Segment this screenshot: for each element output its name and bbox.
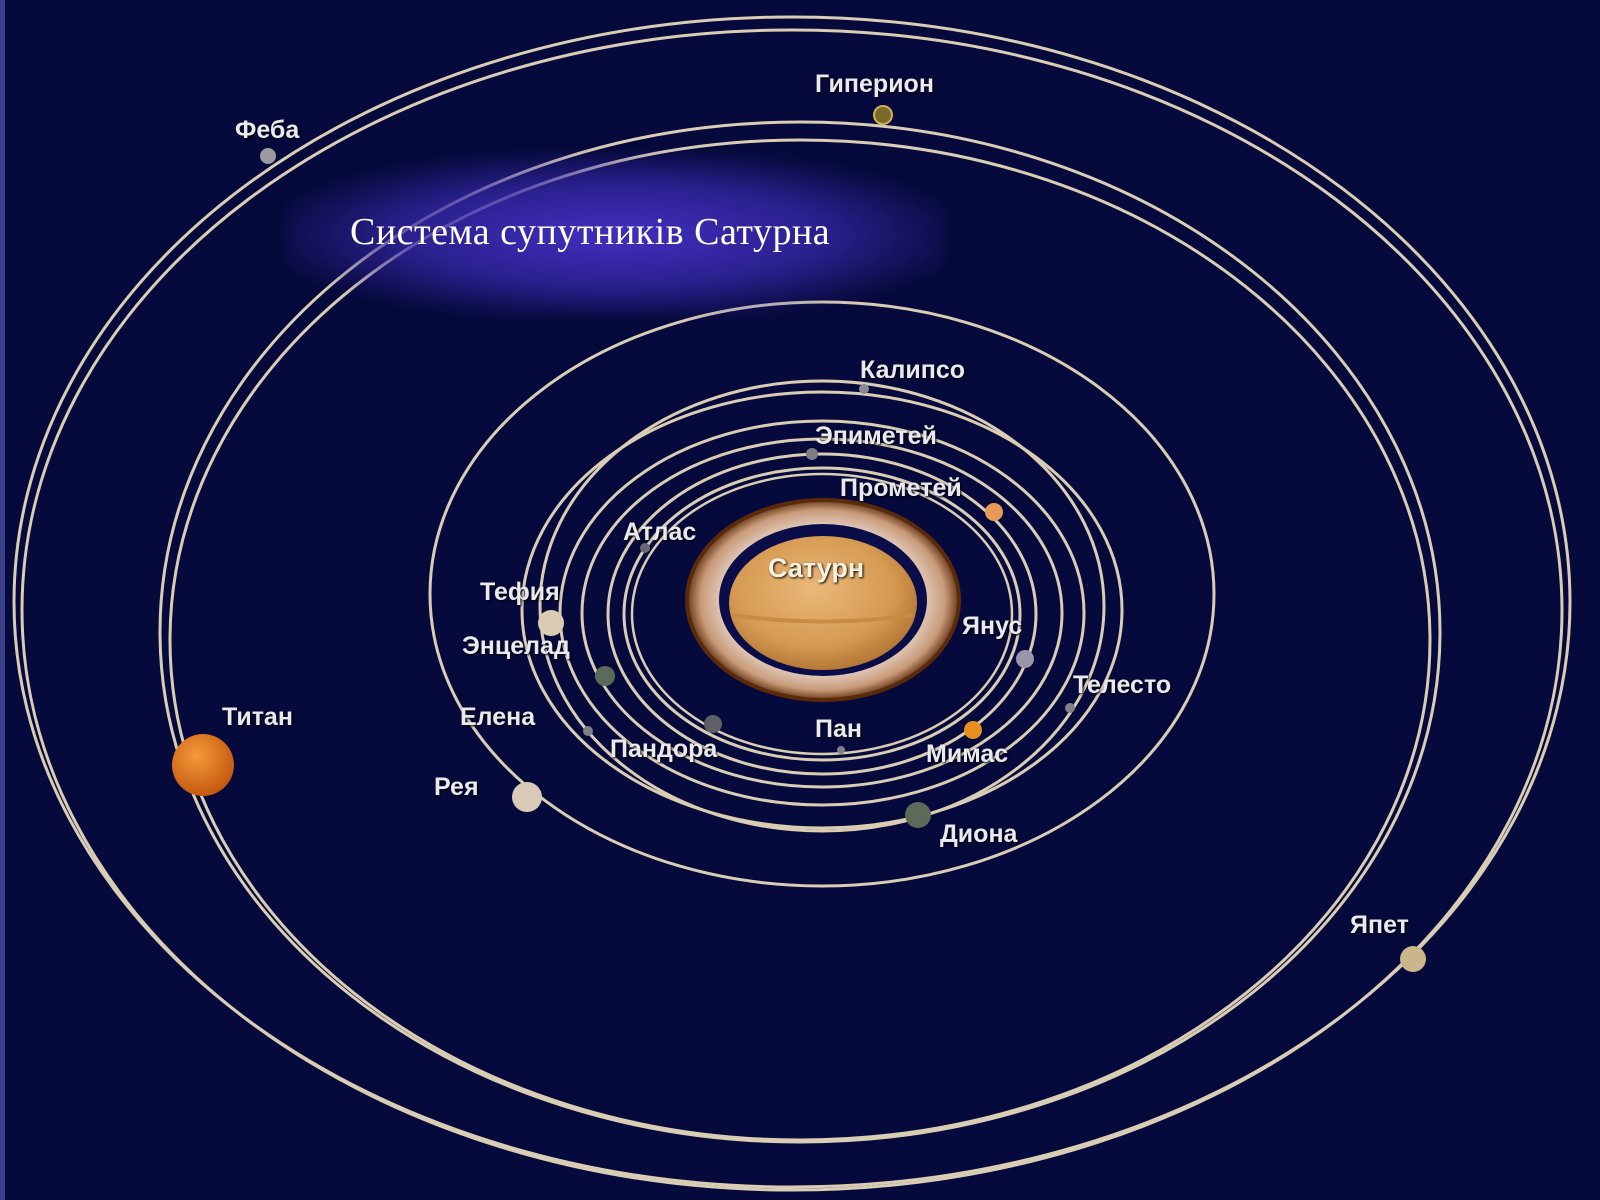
moon-label-telesto: Телесто (1073, 671, 1172, 699)
orbit-pandora (622, 466, 1022, 762)
moon-giperion (873, 105, 893, 125)
moon-label-entselad: Энцелад (462, 632, 570, 660)
moon-yapet (1400, 946, 1426, 972)
moon-mimas (964, 721, 982, 739)
title-glow-box (285, 155, 945, 315)
moon-telesto (1065, 703, 1075, 713)
moon-label-feba: Феба (235, 116, 300, 144)
saturn-planet (729, 536, 917, 670)
slide-title: Система супутників Сатурна (350, 211, 831, 253)
moon-pandora (704, 715, 722, 733)
moon-label-pan: Пан (815, 715, 862, 743)
orbit-feba (12, 15, 1572, 1189)
moon-elena (583, 726, 593, 736)
moon-titan (172, 734, 234, 796)
orbit-titan (168, 138, 1432, 1142)
orbit-yapet (20, 28, 1564, 1192)
moon-reya (512, 782, 542, 812)
moon-pan (837, 746, 845, 754)
orbit-giperion (158, 120, 1442, 1144)
planet-label-saturn: Сатурн (768, 553, 865, 583)
moon-label-pandora: Пандора (610, 735, 718, 763)
moon-epimetey (806, 448, 818, 460)
moon-diona (905, 802, 931, 828)
moon-kalipso (859, 384, 869, 394)
moon-label-tefiya: Тефия (480, 578, 560, 606)
moon-label-yanus: Янус (962, 612, 1023, 640)
moon-feba (260, 148, 276, 164)
moon-label-epimetey: Эпиметей (815, 422, 937, 450)
moon-label-diona: Диона (940, 820, 1018, 848)
moon-label-prometey: Прометей (840, 474, 962, 502)
moon-label-mimas: Мимас (926, 740, 1009, 768)
moon-label-elena: Елена (460, 703, 536, 731)
orbit-epimetey (606, 452, 1038, 776)
saturn-band (732, 613, 914, 624)
orbit-atlas (630, 472, 1014, 756)
moon-label-kalipso: Калипсо (860, 356, 965, 384)
slide-left-border (0, 0, 5, 1200)
moon-label-atlas: Атлас (623, 518, 697, 546)
moon-label-giperion: Гиперион (815, 70, 934, 98)
moon-label-yapet: Япет (1350, 911, 1409, 939)
orbit-diona (520, 390, 1124, 830)
moon-entselad (595, 666, 615, 686)
moon-atlas (640, 543, 650, 553)
orbit-mimas (580, 437, 1064, 789)
moon-label-titan: Титан (222, 703, 293, 731)
orbit-tefiya (538, 379, 1106, 833)
moon-tefiya (538, 610, 564, 636)
orbit-entselad (558, 419, 1086, 807)
moon-label-reya: Рея (434, 773, 479, 801)
moon-yanus (1016, 650, 1034, 668)
moon-prometey (985, 503, 1003, 521)
